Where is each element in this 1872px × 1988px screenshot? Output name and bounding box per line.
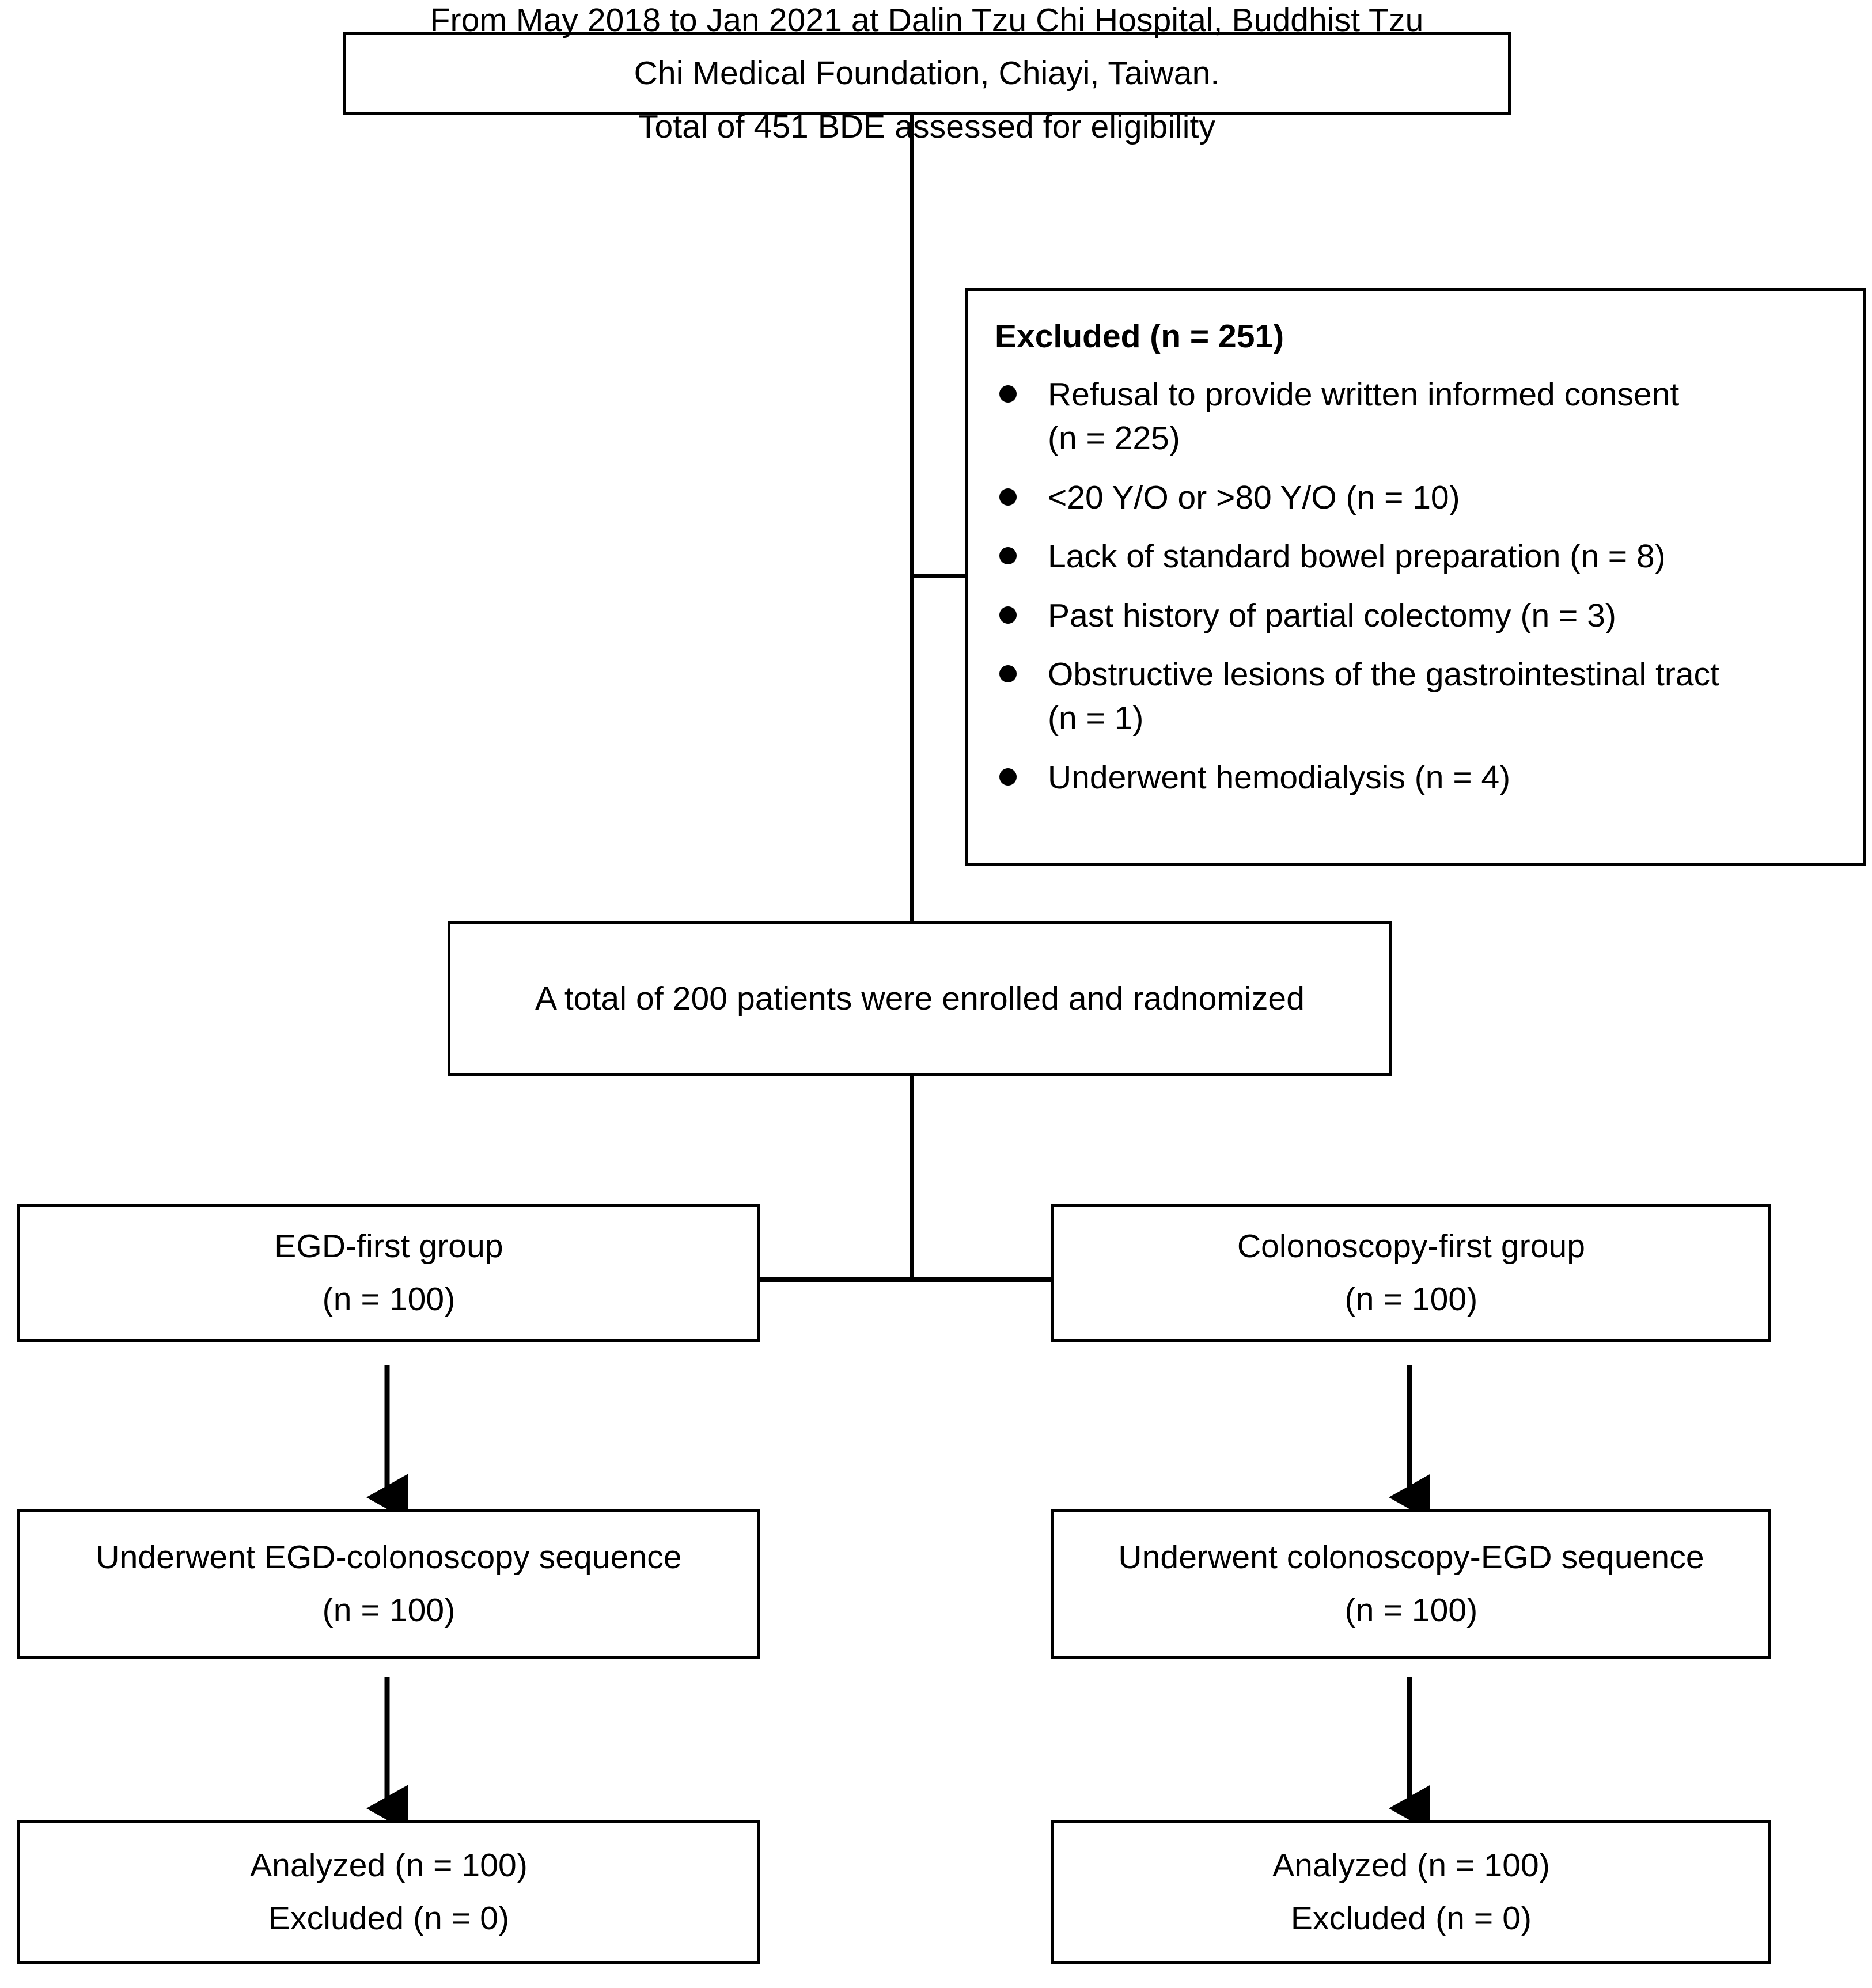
excluded-item-main: Lack of standard bowel preparation (n = … (1048, 538, 1666, 575)
excluded-item-main: Obstructive lesions of the gastrointesti… (1048, 655, 1719, 693)
excluded-item-count: (n = 225) (1048, 420, 1180, 457)
excluded-item: <20 Y/O or >80 Y/O (n = 10) (991, 476, 1847, 519)
egd-group-count: (n = 100) (322, 1281, 456, 1318)
excluded-box: Excluded (n = 251) Refusal to provide wr… (965, 288, 1866, 866)
excluded-item-count: (n = 1) (1048, 700, 1144, 737)
excluded-item-text: Refusal to provide written informed cons… (1048, 373, 1679, 461)
colonoscopy-group-count: (n = 100) (1344, 1281, 1478, 1318)
egd-first-group-box: EGD-first group (n = 100) (17, 1204, 760, 1342)
bullet-icon (999, 488, 1017, 506)
excluded-item-text: <20 Y/O or >80 Y/O (n = 10) (1048, 476, 1460, 519)
colonoscopy-sequence-title: Underwent colonoscopy-EGD sequence (1118, 1538, 1704, 1576)
egd-colonoscopy-sequence-box: Underwent EGD-colonoscopy sequence (n = … (17, 1509, 760, 1659)
excluded-heading: Excluded (n = 251) (995, 318, 1284, 355)
egd-sequence-count: (n = 100) (322, 1592, 456, 1629)
eligibility-line-3: Total of 451 BDE assessed for eligibilit… (638, 108, 1216, 145)
colonoscopy-group-title: Colonoscopy-first group (1237, 1227, 1586, 1265)
colonoscopy-egd-sequence-box: Underwent colonoscopy-EGD sequence (n = … (1051, 1509, 1771, 1659)
colonoscopy-analyzed-excluded-count: Excluded (n = 0) (1290, 1900, 1532, 1937)
egd-analyzed-count: Analyzed (n = 100) (250, 1846, 528, 1884)
eligibility-line-2: Chi Medical Foundation, Chiayi, Taiwan. (634, 55, 1220, 92)
excluded-item: Underwent hemodialysis (n = 4) (991, 756, 1847, 799)
bullet-icon (999, 768, 1017, 786)
excluded-item-main: <20 Y/O or >80 Y/O (n = 10) (1048, 479, 1460, 516)
bullet-icon (999, 385, 1017, 403)
enrolled-line-1: A total of 200 patients were enrolled an… (535, 980, 1305, 1017)
excluded-item: Refusal to provide written informed cons… (991, 373, 1847, 461)
bullet-icon (999, 606, 1017, 624)
bullet-icon (999, 547, 1017, 565)
excluded-item-text: Lack of standard bowel preparation (n = … (1048, 534, 1666, 578)
egd-analyzed-box: Analyzed (n = 100) Excluded (n = 0) (17, 1820, 760, 1964)
egd-group-title: EGD-first group (274, 1227, 503, 1265)
excluded-item-main: Past history of partial colectomy (n = 3… (1048, 597, 1616, 634)
excluded-item-main: Underwent hemodialysis (n = 4) (1048, 758, 1511, 796)
excluded-item-text: Past history of partial colectomy (n = 3… (1048, 594, 1616, 638)
excluded-item: Lack of standard bowel preparation (n = … (991, 534, 1847, 578)
excluded-item: Obstructive lesions of the gastrointesti… (991, 652, 1847, 741)
enrolled-box: A total of 200 patients were enrolled an… (448, 921, 1392, 1076)
egd-sequence-title: Underwent EGD-colonoscopy sequence (96, 1538, 682, 1576)
colonoscopy-analyzed-count: Analyzed (n = 100) (1272, 1846, 1550, 1884)
excluded-item-text: Underwent hemodialysis (n = 4) (1048, 756, 1510, 799)
colonoscopy-first-group-box: Colonoscopy-first group (n = 100) (1051, 1204, 1771, 1342)
colonoscopy-analyzed-box: Analyzed (n = 100) Excluded (n = 0) (1051, 1820, 1771, 1964)
colonoscopy-sequence-count: (n = 100) (1344, 1592, 1478, 1629)
egd-analyzed-excluded-count: Excluded (n = 0) (268, 1900, 510, 1937)
bullet-icon (999, 665, 1017, 682)
eligibility-line-1: From May 2018 to Jan 2021 at Dalin Tzu C… (430, 2, 1424, 39)
eligibility-box: From May 2018 to Jan 2021 at Dalin Tzu C… (343, 2, 1511, 145)
excluded-item-main: Refusal to provide written informed cons… (1048, 376, 1680, 413)
excluded-item: Past history of partial colectomy (n = 3… (991, 594, 1847, 638)
excluded-item-text: Obstructive lesions of the gastrointesti… (1048, 652, 1719, 741)
